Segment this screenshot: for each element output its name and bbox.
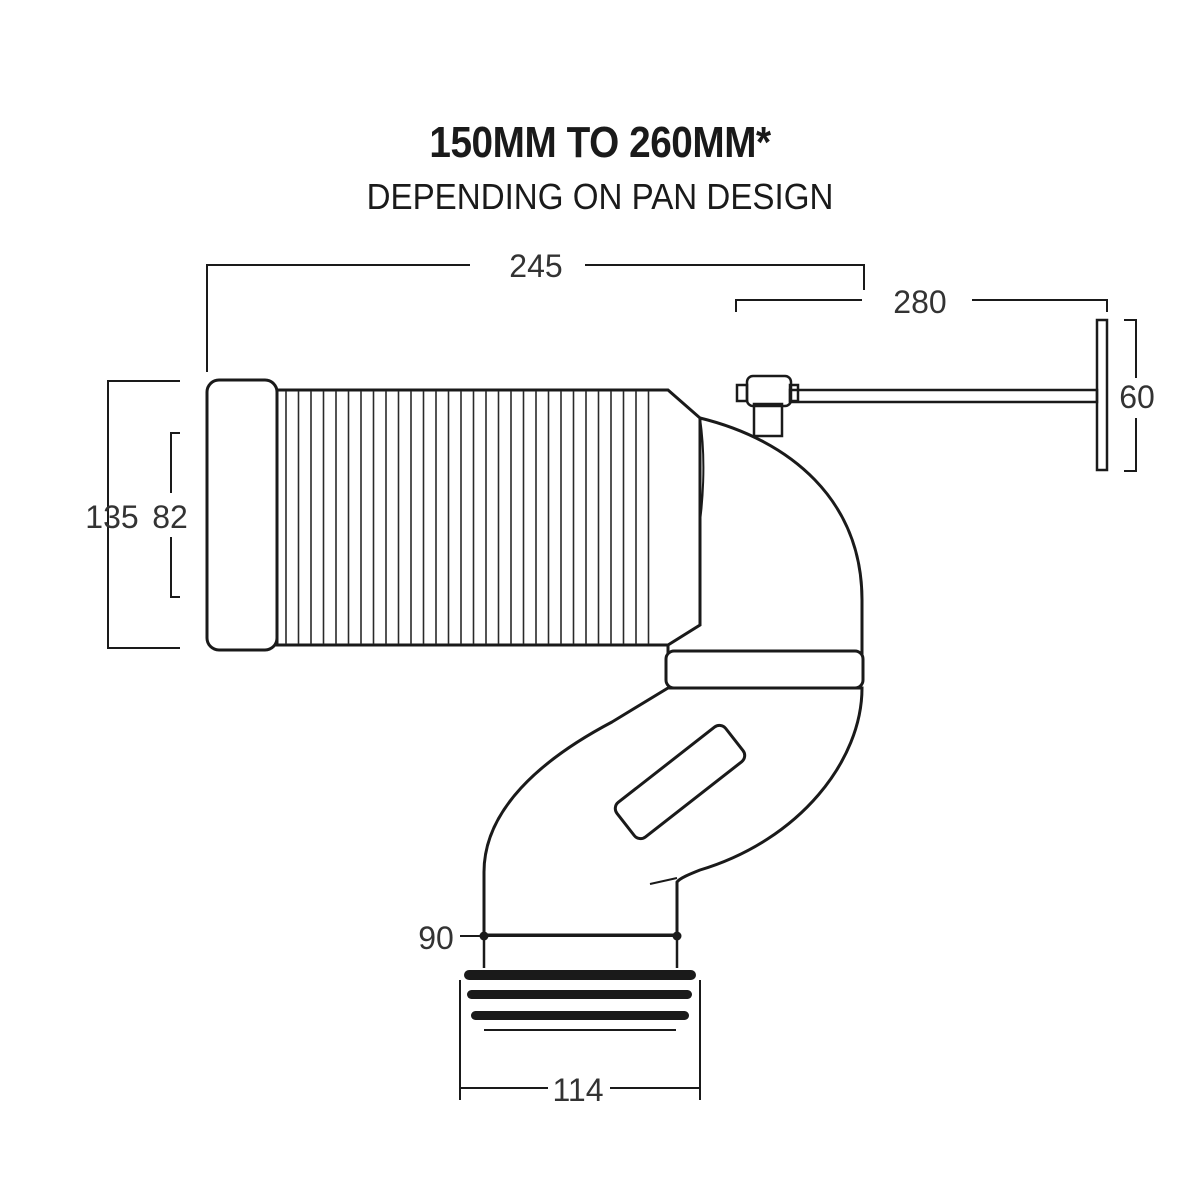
dimension-245-label: 245: [509, 248, 562, 284]
dimension-82: 82: [152, 432, 188, 598]
diagram-title: 150MM TO 260MM*: [429, 118, 771, 167]
dimension-135: 135: [85, 380, 180, 649]
dimension-280-label: 280: [893, 284, 946, 320]
dimension-135-label: 135: [85, 499, 138, 535]
inlet-collar: [205, 378, 279, 652]
wall-bracket: [735, 318, 1109, 472]
diagram-subtitle: DEPENDING ON PAN DESIGN: [366, 176, 834, 217]
angled-coupling: [613, 723, 747, 841]
coupling-band: [664, 649, 865, 690]
dimension-90-label: 90: [418, 920, 454, 956]
dimension-90: 90: [418, 920, 682, 956]
dimension-245: 245: [206, 248, 865, 372]
spigot-seal: [459, 936, 701, 1100]
dimension-114-label: 114: [552, 1072, 603, 1108]
dimension-60-label: 60: [1119, 379, 1155, 415]
dimension-60: 60: [1119, 319, 1155, 472]
dimension-82-label: 82: [152, 499, 188, 535]
dimension-114: 114: [460, 1072, 700, 1108]
dimension-280: 280: [735, 284, 1108, 320]
corrugated-pipe: [275, 388, 702, 647]
